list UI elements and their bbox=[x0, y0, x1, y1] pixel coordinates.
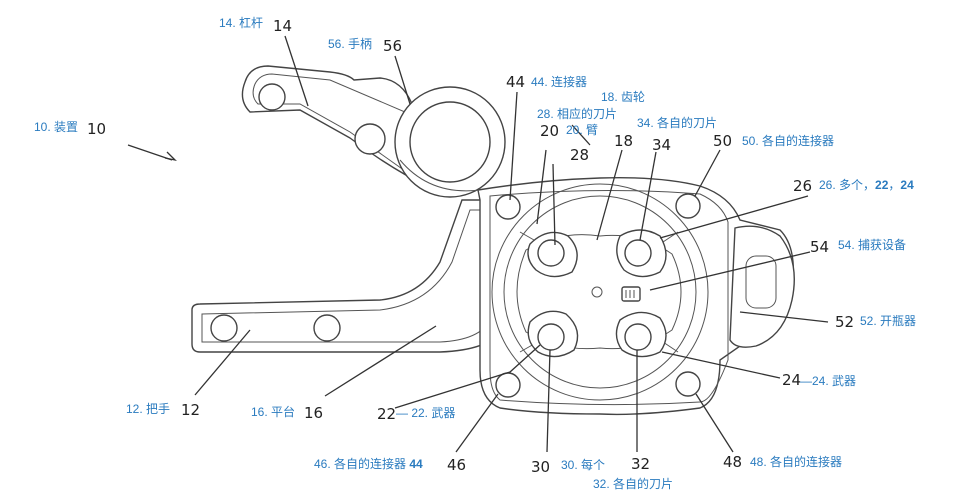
label-28: 28. 相应的刀片 bbox=[537, 106, 617, 121]
label-20: 20. 臂 bbox=[566, 123, 598, 137]
label-16: 16. 平台 bbox=[251, 404, 295, 419]
ref-50: 50 bbox=[713, 132, 732, 150]
ref-16: 16 bbox=[304, 404, 323, 422]
blades bbox=[527, 229, 667, 358]
label-30: 30. 每个 bbox=[561, 457, 605, 472]
label-46-ref-44: 44 bbox=[409, 457, 423, 471]
ref-20: 20 bbox=[540, 122, 559, 140]
label-44: 44. 连接器 bbox=[531, 74, 587, 89]
handle-12 bbox=[191, 199, 501, 353]
label-46-text: 46. 各自的连接器 bbox=[314, 456, 409, 471]
ref-18: 18 bbox=[614, 132, 633, 150]
label-34: 34. 各自的刀片 bbox=[637, 115, 717, 130]
ref-12: 12 bbox=[181, 401, 200, 419]
ref-24: 24 bbox=[782, 371, 801, 389]
connector-48 bbox=[675, 371, 701, 397]
ref-32: 32 bbox=[631, 455, 650, 473]
ref-48: 48 bbox=[723, 453, 742, 471]
ref-52: 52 bbox=[835, 313, 854, 331]
ref-10: 10 bbox=[87, 120, 106, 138]
label-24: —24. 武器 bbox=[800, 374, 856, 388]
blade-34 bbox=[616, 229, 667, 278]
capture-device-54 bbox=[621, 286, 641, 302]
label-26: 26. 多个，22，24 bbox=[819, 178, 914, 192]
ref-30: 30 bbox=[531, 458, 550, 476]
connectors bbox=[495, 193, 701, 398]
ref-14: 14 bbox=[273, 17, 292, 35]
label-52: 52. 开瓶器 bbox=[860, 314, 916, 328]
label-26-ref-24: 24 bbox=[900, 178, 914, 192]
label-56: 56. 手柄 bbox=[328, 37, 372, 51]
label-22: — 22. 武器 bbox=[396, 406, 455, 420]
ref-44: 44 bbox=[506, 73, 525, 91]
leader-lines bbox=[127, 35, 829, 453]
ref-46: 46 bbox=[447, 456, 466, 474]
label-18: 18. 齿轮 bbox=[601, 90, 645, 104]
label-32: 32. 各自的刀片 bbox=[593, 476, 673, 491]
labels: 14. 杠杆 14 56. 手柄 56 10. 装置 10 44 44. 连接器… bbox=[34, 15, 916, 491]
bottle-opener-52 bbox=[729, 225, 795, 348]
label-10: 10. 装置 bbox=[34, 120, 78, 134]
handle-56 bbox=[394, 86, 506, 198]
connector-50 bbox=[675, 193, 701, 219]
label-54: 54. 捕获设备 bbox=[838, 237, 906, 252]
label-46: 46. 各自的连接器 44 bbox=[314, 456, 423, 471]
label-14: 14. 杠杆 bbox=[219, 15, 263, 30]
blade-28 bbox=[527, 231, 578, 278]
label-12: 12. 把手 bbox=[126, 402, 170, 416]
connector-46 bbox=[495, 372, 521, 398]
ref-26: 26 bbox=[793, 177, 812, 195]
ref-54: 54 bbox=[810, 238, 829, 256]
blade-32 bbox=[615, 311, 667, 358]
label-48: 48. 各自的连接器 bbox=[750, 454, 842, 469]
ref-34: 34 bbox=[652, 136, 671, 154]
blade-30 bbox=[527, 310, 579, 358]
label-26-ref-22: 22 bbox=[875, 178, 889, 192]
ref-22: 22 bbox=[377, 405, 396, 423]
label-26-sep: ， bbox=[888, 178, 900, 192]
ref-56: 56 bbox=[383, 37, 402, 55]
ref-28: 28 bbox=[570, 146, 589, 164]
connector-44 bbox=[495, 194, 521, 220]
label-26-text: 26. 多个， bbox=[819, 178, 875, 192]
label-50: 50. 各自的连接器 bbox=[742, 133, 834, 148]
